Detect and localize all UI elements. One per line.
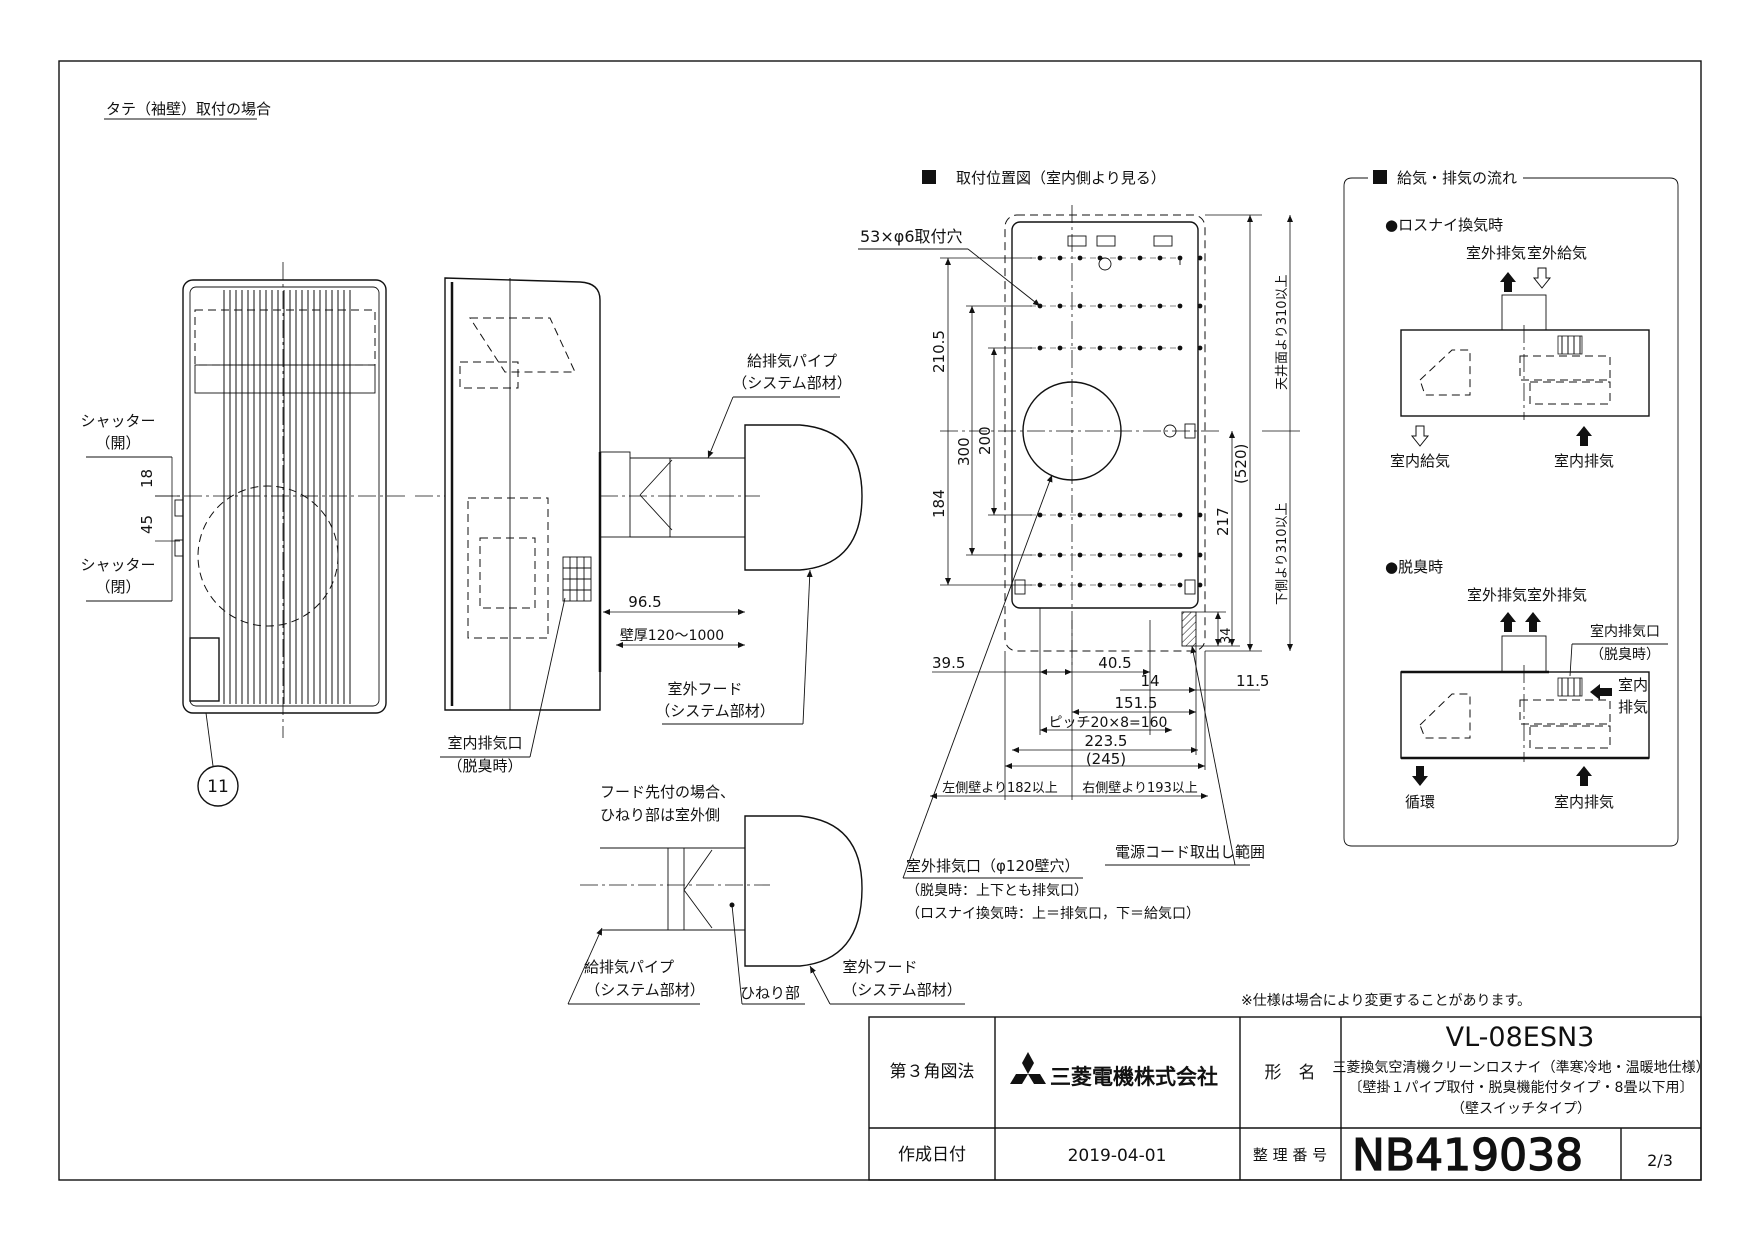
- flow-heading: 給気・排気の流れ: [1397, 169, 1517, 187]
- page-number: 2/3: [1647, 1151, 1673, 1170]
- dim-245: (245): [1086, 750, 1126, 768]
- svg-text:（システム部材）: （システム部材）: [655, 702, 775, 720]
- dim-39-5: 39.5: [932, 654, 965, 672]
- mode1-title: ●ロスナイ換気時: [1385, 216, 1503, 234]
- mount-hole: [1177, 512, 1183, 518]
- hood-pipe-label: 給排気パイプ: [584, 958, 674, 976]
- mount-hole: [1177, 345, 1183, 351]
- front-view: 11: [155, 262, 405, 807]
- heading-square: [922, 170, 936, 184]
- mount-hole: [1197, 512, 1203, 518]
- indoor-exhaust-label: 室内排気口: [447, 734, 522, 752]
- svg-text:（システム部材）: （システム部材）: [842, 981, 962, 999]
- side-section-view: [415, 277, 863, 711]
- desc-line3: （壁スイッチタイプ）: [1451, 1101, 1591, 1117]
- mount-hole: [1177, 303, 1183, 309]
- svg-text:11: 11: [207, 777, 229, 797]
- dim-217: 217: [1214, 507, 1232, 536]
- left-wall-clearance: 左側壁より182以上: [942, 781, 1058, 796]
- callout-11: [197, 765, 239, 807]
- svg-text:室内排気: 室内排気: [1554, 452, 1614, 470]
- projection-label: 第３角図法: [890, 1062, 975, 1082]
- svg-text:（脱臭時）: （脱臭時）: [1590, 647, 1660, 663]
- cord-range-hatch: [1181, 611, 1197, 647]
- mount-hole: [1197, 582, 1203, 588]
- deodorize-note: （脱臭時：上下とも排気口）: [906, 883, 1088, 899]
- mount-hole: [1177, 582, 1183, 588]
- pitch-dim: ピッチ20×8=160: [1049, 715, 1168, 731]
- mount-hole: [1177, 552, 1183, 558]
- svg-text:排気: 排気: [1618, 698, 1648, 716]
- svg-text:室外排気: 室外排気: [1527, 586, 1587, 604]
- hood-label: 室外フード: [667, 680, 742, 698]
- dim-210-5: 210.5: [930, 330, 948, 373]
- date-value: 2019-04-01: [1068, 1146, 1167, 1166]
- model-label: 形 名: [1265, 1063, 1316, 1083]
- flow-panel: 給気・排気の流れ ●ロスナイ換気時 室外排気 室外給気 室内給気 室内排気 ●脱…: [1343, 169, 1679, 847]
- dim-45: 45: [138, 515, 156, 534]
- floor-clearance: 下側より310以上: [1275, 502, 1290, 605]
- mitsubishi-logo-icon: [1010, 1052, 1046, 1084]
- desc-line1: 三菱換気空清機クリーンロスナイ（準寒冷地・温暖地仕様）: [1332, 1059, 1709, 1076]
- dim-151-5: 151.5: [1115, 694, 1158, 712]
- svg-text:循環: 循環: [1405, 793, 1435, 811]
- svg-text:（システム部材）: （システム部材）: [585, 981, 705, 999]
- svg-text:室内給気: 室内給気: [1390, 452, 1450, 470]
- dim-11-5: 11.5: [1236, 672, 1269, 690]
- number-label: 整 理 番 号: [1253, 1146, 1327, 1164]
- svg-text:室内: 室内: [1618, 676, 1648, 694]
- shutter-closed-label: シャッター: [80, 556, 155, 574]
- shutter-open-label: シャッター: [80, 412, 155, 430]
- dim-18: 18: [138, 469, 156, 488]
- notice: ※仕様は場合により変更することがあります。: [1241, 992, 1531, 1009]
- cord-range-label: 電源コード取出し範囲: [1115, 843, 1265, 861]
- hood-note: フード先付の場合、: [600, 783, 735, 801]
- dim-96-5: 96.5: [628, 593, 661, 611]
- desc-line2: 〔壁掛１パイプ取付・脱臭機能付タイプ・8畳以下用〕: [1349, 1080, 1694, 1096]
- model-number: VL-08ESN3: [1446, 1022, 1595, 1053]
- mount-hole: [1197, 345, 1203, 351]
- mode2-title: ●脱臭時: [1385, 558, 1443, 576]
- ceiling-clearance: 天井面より310以上: [1275, 274, 1290, 390]
- svg-text:室内排気: 室内排気: [1554, 793, 1614, 811]
- dim-223-5: 223.5: [1085, 732, 1128, 750]
- svg-text:（閉）: （閉）: [95, 578, 140, 596]
- svg-text:室外給気: 室外給気: [1527, 244, 1587, 262]
- dim-200: 200: [976, 426, 994, 455]
- date-label: 作成日付: [898, 1145, 966, 1165]
- svg-text:室外排気: 室外排気: [1466, 244, 1526, 262]
- indoor-exhaust-grille: [562, 556, 592, 602]
- mount-hole: [1197, 255, 1203, 261]
- svg-text:（脱臭時）: （脱臭時）: [447, 757, 522, 775]
- svg-text:室外排気: 室外排気: [1467, 586, 1527, 604]
- svg-text:ひねり部は室外側: ひねり部は室外側: [600, 806, 720, 824]
- dim-40-5: 40.5: [1098, 654, 1131, 672]
- wall-thickness: 壁厚120～1000: [620, 628, 724, 644]
- mount-plate: [940, 205, 1220, 665]
- dim-520: (520): [1232, 444, 1250, 484]
- lossnay-note: （ロスナイ換気時：上＝排気口，下＝給気口）: [906, 906, 1200, 922]
- right-wall-clearance: 右側壁より193以上: [1082, 781, 1198, 796]
- drawing-number: NB419038: [1352, 1130, 1583, 1181]
- title-block: 第３角図法 三菱電機株式会社 形 名 VL-08ESN3 三菱換気空清機クリーン…: [868, 1016, 1710, 1182]
- mount-hole: [1197, 552, 1203, 558]
- mount-hole: [1197, 303, 1203, 309]
- holes-label: 53×φ6取付穴: [860, 227, 963, 246]
- hood-detail: [580, 815, 863, 967]
- svg-text:（システム部材）: （システム部材）: [732, 374, 852, 392]
- hood-detail-hood-label: 室外フード: [842, 958, 917, 976]
- company-name: 三菱電機株式会社: [1050, 1065, 1218, 1089]
- outdoor-exhaust-label: 室外排気口（φ120壁穴）: [906, 857, 1080, 875]
- dim-300: 300: [955, 437, 973, 466]
- twist-label: ひねり部: [740, 984, 800, 1002]
- mount-hole: [1177, 255, 1183, 261]
- pipe-label: 給排気パイプ: [747, 352, 837, 370]
- svg-text:（開）: （開）: [95, 434, 140, 452]
- section-title: タテ（袖壁）取付の場合: [106, 100, 271, 118]
- dim-34: 34: [1219, 627, 1234, 644]
- svg-text:室内排気口: 室内排気口: [1590, 623, 1660, 640]
- mount-heading: 取付位置図（室内側より見る）: [956, 169, 1166, 187]
- dim-184: 184: [930, 489, 948, 518]
